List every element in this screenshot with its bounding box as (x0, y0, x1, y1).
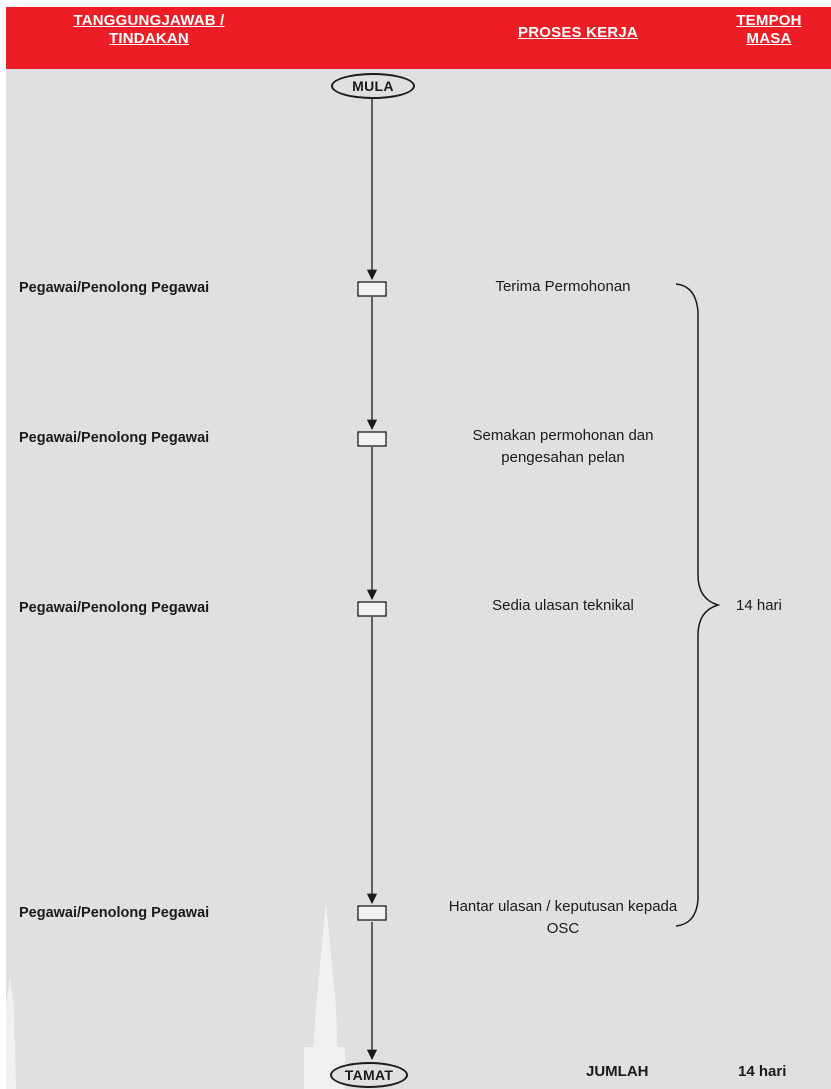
responsible-step-3: Pegawai/Penolong Pegawai (19, 600, 210, 616)
flow-diagram (357, 99, 721, 1061)
process-step-2: Semakan permohonan dan pengesahan pelan (472, 427, 654, 466)
header-duration: TEMPOH MASA (736, 12, 802, 47)
responsible-step-4: Pegawai/Penolong Pegawai (19, 905, 210, 921)
flowchart-page: TANGGUNGJAWAB / TINDAKAN PROSES KERJA TE… (6, 7, 831, 1089)
end-terminal: TAMAT (330, 1062, 408, 1088)
process-box-2 (357, 431, 387, 447)
process-box-3 (357, 601, 387, 617)
header-responsibility: TANGGUNGJAWAB / TINDAKAN (73, 12, 225, 47)
total-value: 14 hari (738, 1063, 787, 1080)
total-label: JUMLAH (586, 1063, 649, 1080)
process-step-4: Hantar ulasan / keputusan kepada OSC (448, 898, 678, 937)
process-box-1 (357, 281, 387, 297)
duration-brace (675, 283, 721, 927)
responsible-step-1: Pegawai/Penolong Pegawai (19, 280, 210, 296)
process-step-3: Sedia ulasan teknikal (492, 597, 634, 614)
responsible-step-2: Pegawai/Penolong Pegawai (19, 430, 210, 446)
process-step-1: Terima Permohonan (495, 278, 631, 295)
header-process: PROSES KERJA (518, 24, 638, 41)
duration-value: 14 hari (736, 597, 782, 614)
start-terminal: MULA (331, 73, 415, 99)
table-header: TANGGUNGJAWAB / TINDAKAN PROSES KERJA TE… (6, 7, 831, 69)
process-box-4 (357, 905, 387, 921)
